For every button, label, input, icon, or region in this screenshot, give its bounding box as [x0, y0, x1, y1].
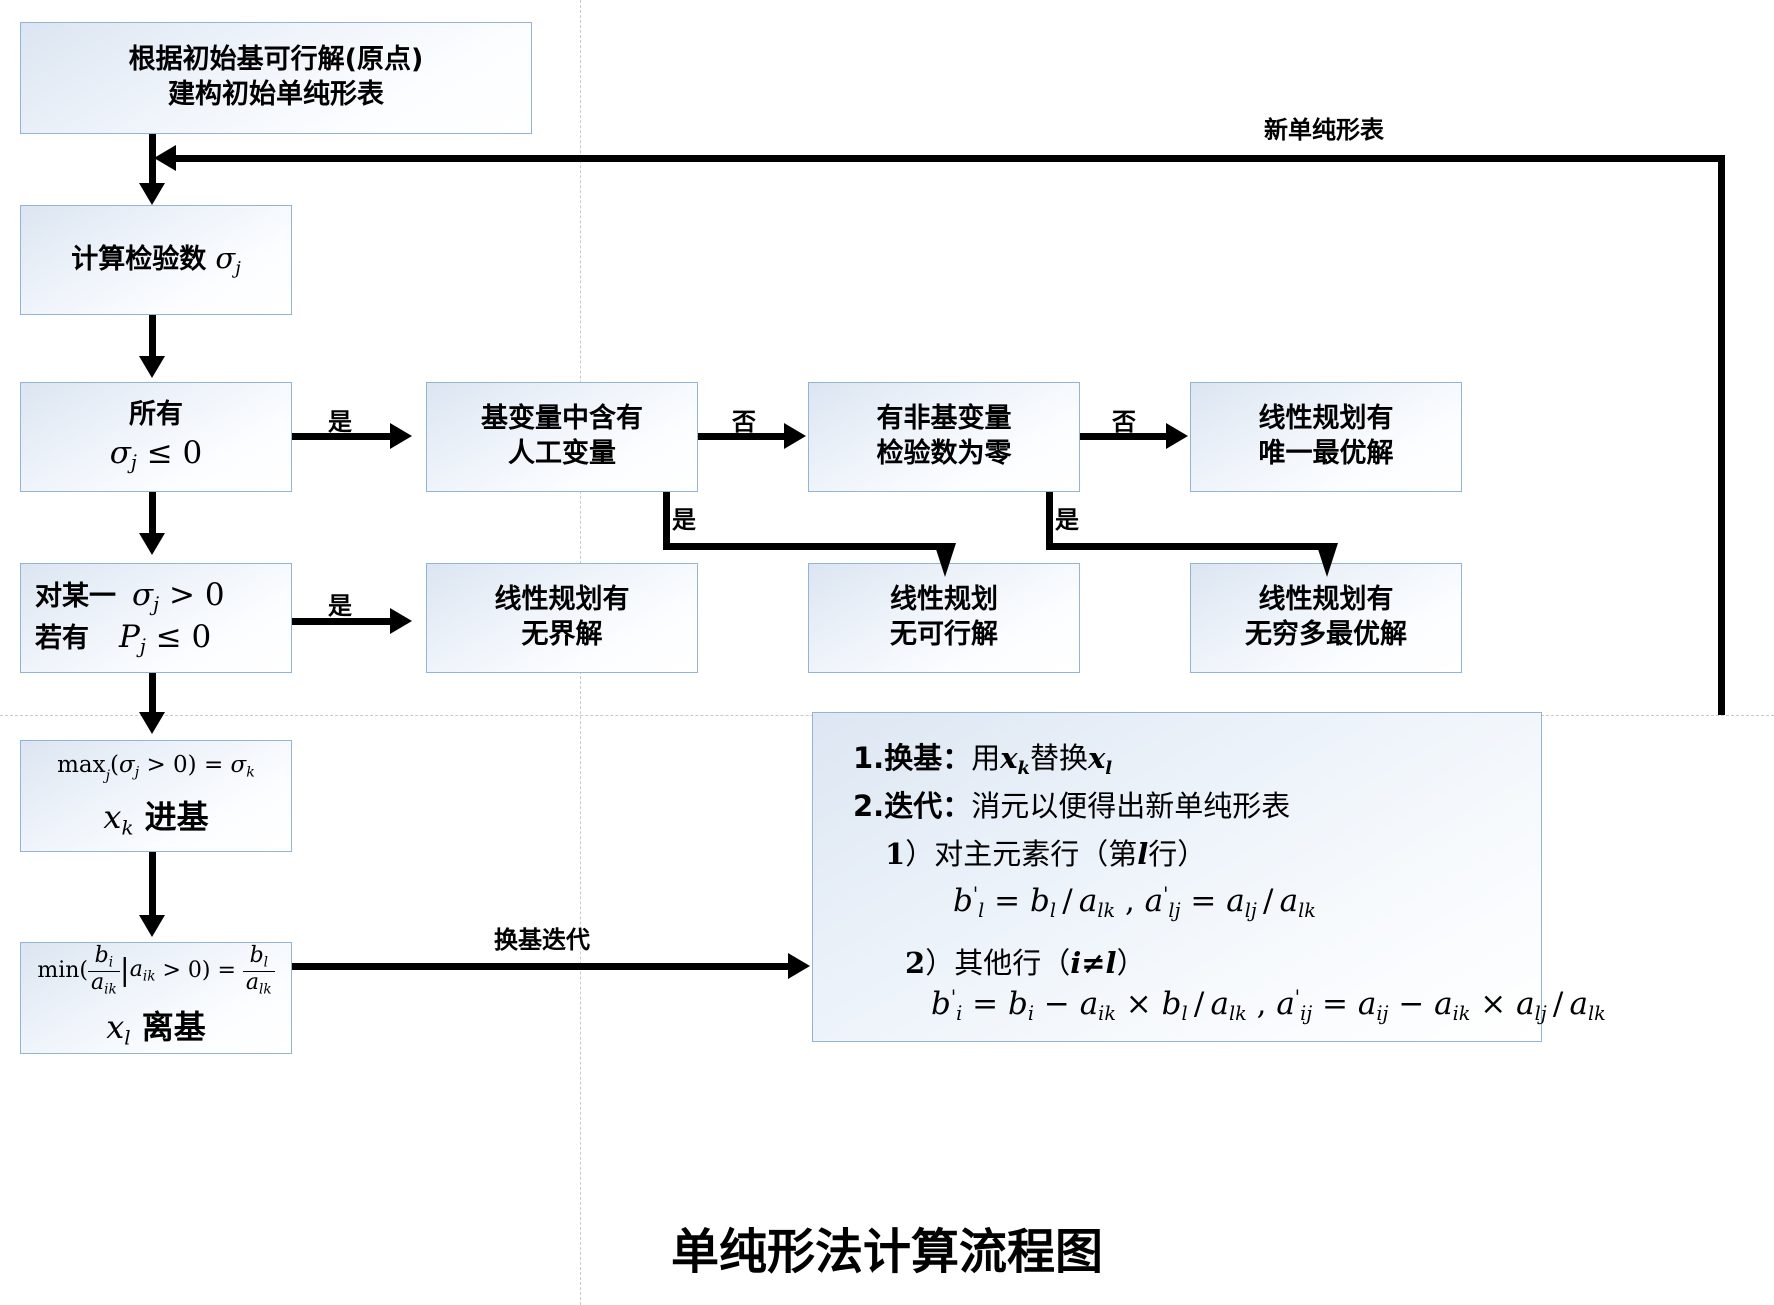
edge-some-to-unbounded [292, 618, 392, 625]
edge-entering-to-leaving-arrow [139, 915, 165, 937]
panel-item1: 1.换基：用xk替换xl [853, 741, 1113, 779]
node-start[interactable]: 根据初始基可行解(原点) 建构初始单纯形表 [20, 22, 532, 134]
node-start-line1: 根据初始基可行解(原点) [128, 44, 424, 76]
node-infeasible[interactable]: 线性规划 无可行解 [808, 563, 1080, 673]
edge-all-to-artificial [292, 433, 392, 440]
node-artificial-in-basis[interactable]: 基变量中含有 人工变量 [426, 382, 698, 492]
edge-nonbasic-to-unique-arrow [1166, 423, 1188, 449]
edge-artificial-yes-arrow [934, 543, 956, 577]
node-some-sigma-expr2: Pj ≤ 0 [119, 619, 212, 659]
node-nonbasic-line2: 检验数为零 [876, 438, 1012, 469]
edge-entering-to-leaving [149, 852, 156, 918]
edge-leaving-to-panel [292, 963, 790, 970]
node-entering-formula: maxj(σj > 0) = σk [57, 752, 255, 784]
edge-loop-return-horizontal [176, 155, 1725, 162]
edge-nonbasic-yes-v1 [1046, 492, 1053, 550]
edge-sigma-to-all-arrow [139, 356, 165, 378]
node-unbounded-line2: 无界解 [521, 619, 603, 650]
node-entering-variable[interactable]: maxj(σj > 0) = σk xk 进基 [20, 740, 292, 852]
node-artificial-line2: 人工变量 [508, 438, 616, 469]
edge-nonbasic-to-unique [1080, 433, 1168, 440]
node-entering-label: xk 进基 [103, 798, 209, 840]
edge-sigma-to-all [149, 315, 156, 357]
edge-loop-return-arrow [154, 145, 176, 171]
node-unbounded[interactable]: 线性规划有 无界解 [426, 563, 698, 673]
edge-artificial-yes-v1 [663, 492, 670, 550]
panel-pivot-iteration[interactable]: 1.换基：用xk替换xl 2.迭代：消元以便得出新单纯形表 1）对主元素行（第l… [812, 712, 1606, 1042]
edge-label-new-tableau: 新单纯形表 [1264, 116, 1384, 144]
edge-label-yes-1: 是 [328, 408, 352, 436]
node-multiple-line1: 线性规划有 [1258, 584, 1394, 616]
node-all-sigma-label: 所有 [129, 398, 183, 430]
edge-label-yes-3: 是 [1055, 506, 1079, 534]
panel-item2: 2.迭代：消元以便得出新单纯形表 [853, 788, 1291, 823]
node-infeasible-line2: 无可行解 [890, 619, 998, 650]
node-artificial-line1: 基变量中含有 [481, 403, 643, 435]
node-all-sigma-expr: σj ≤ 0 [109, 435, 203, 475]
node-compute-sigma-label: 计算检验数 [71, 244, 207, 276]
node-unbounded-line1: 线性规划有 [494, 584, 630, 616]
panel-sub2: 2）其他行（i≠l） [905, 945, 1146, 980]
chart-title: 单纯形法计算流程图 [670, 1224, 1103, 1280]
node-some-sigma-line1: 对某一 [35, 580, 116, 612]
edge-all-to-artificial-arrow [390, 423, 412, 449]
node-multiple-optima[interactable]: 线性规划有 无穷多最优解 [1190, 563, 1462, 673]
node-nonbasic-zero-check[interactable]: 有非基变量 检验数为零 [808, 382, 1080, 492]
node-some-sigma-line2: 若有 [35, 622, 89, 654]
node-unique-line2: 唯一最优解 [1258, 438, 1394, 469]
node-some-sigma-expr1: σj > 0 [132, 577, 225, 617]
node-unique-optimum[interactable]: 线性规划有 唯一最优解 [1190, 382, 1462, 492]
node-some-sigma-gt-zero[interactable]: 对某一 σj > 0 若有 Pj ≤ 0 [20, 563, 292, 673]
panel-sub1-formula: b'l = bl / alk , a'lj = alj / alk [953, 882, 1316, 922]
edge-some-to-entering-arrow [139, 712, 165, 734]
edge-artificial-to-nonbasic-arrow [784, 423, 806, 449]
edge-some-to-unbounded-arrow [390, 608, 412, 634]
node-infeasible-line1: 线性规划 [890, 584, 998, 616]
edge-label-no-2: 否 [1112, 408, 1136, 436]
node-start-line2: 建构初始单纯形表 [168, 79, 384, 110]
edge-leaving-to-panel-arrow [788, 953, 810, 979]
node-multiple-line2: 无穷多最优解 [1245, 619, 1407, 650]
edge-all-to-some-arrow [139, 533, 165, 555]
panel-sub1: 1）对主元素行（第l行） [885, 836, 1207, 871]
edge-nonbasic-yes-h [1046, 543, 1334, 550]
node-leaving-label: xl 离基 [106, 1007, 206, 1050]
edge-label-yes-4: 是 [328, 592, 352, 620]
edge-start-to-sigma [149, 134, 156, 196]
edge-nonbasic-yes-arrow [1316, 543, 1338, 577]
edge-some-to-entering [149, 673, 156, 718]
panel-sub2-formula: b'i = bi − aik × bl / alk , a'ij = aij −… [931, 985, 1606, 1026]
edge-label-yes-2: 是 [672, 506, 696, 534]
node-compute-sigma[interactable]: 计算检验数 σj [20, 205, 292, 315]
edge-label-no-1: 否 [732, 408, 756, 436]
edge-label-pivot-iterate: 换基迭代 [494, 926, 590, 954]
node-nonbasic-line1: 有非基变量 [876, 403, 1012, 435]
node-unique-line1: 线性规划有 [1258, 403, 1394, 435]
edge-start-to-sigma-arrow [139, 183, 165, 205]
edge-loop-return-vertical [1718, 155, 1725, 715]
edge-all-to-some [149, 492, 156, 534]
edge-artificial-yes-h [663, 543, 951, 550]
edge-artificial-to-nonbasic [698, 433, 786, 440]
node-all-sigma-le-zero[interactable]: 所有 σj ≤ 0 [20, 382, 292, 492]
